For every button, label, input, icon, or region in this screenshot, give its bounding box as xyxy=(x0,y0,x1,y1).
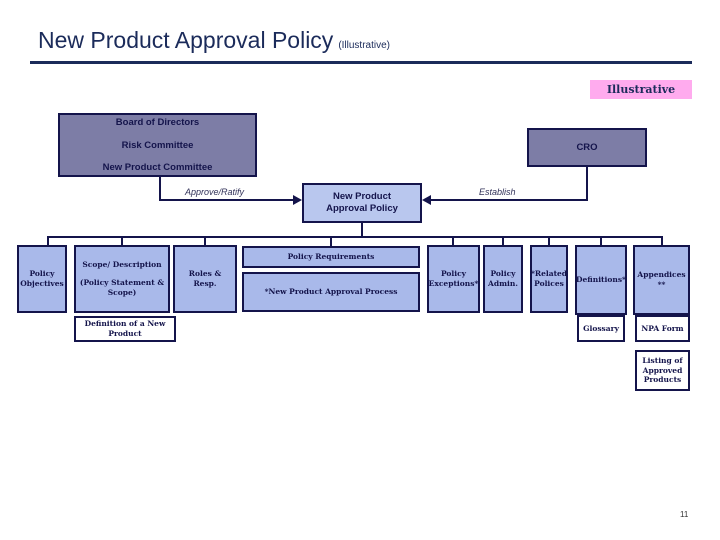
policy-box: New Product Approval Policy xyxy=(302,183,422,223)
governance-line-npc: New Product Committee xyxy=(102,162,213,173)
section-policy-admin: Policy Admin. xyxy=(483,245,523,313)
subbox-definition-new-product: Definition of a New Product xyxy=(74,316,176,342)
scope-title: Scope/ Description xyxy=(82,259,162,269)
governance-box: Board of Directors Risk Committee New Pr… xyxy=(58,113,257,177)
policy-box-line1: New Product xyxy=(332,191,392,203)
section-policy-requirements: Policy Requirements xyxy=(242,246,420,268)
illustrative-tag: Illustrative xyxy=(590,80,692,99)
section-approval-process: *New Product Approval Process xyxy=(242,272,420,312)
arrowhead-right-icon xyxy=(293,195,302,205)
page-number: 11 xyxy=(680,510,689,519)
scope-subtitle: (Policy Statement & Scope) xyxy=(79,277,165,298)
section-appendices: Appendices ** xyxy=(633,245,690,315)
page-title-suffix: (Illustrative) xyxy=(338,40,390,51)
appendices-line1: Appendices xyxy=(637,269,686,279)
governance-line-board: Board of Directors xyxy=(115,117,200,128)
appendices-line2: ** xyxy=(657,280,666,289)
subbox-npa-form: NPA Form xyxy=(635,315,690,342)
approve-ratify-label: Approve/Ratify xyxy=(185,187,245,197)
establish-label: Establish xyxy=(479,187,516,197)
section-related-polices: *Related Polices xyxy=(530,245,568,313)
section-scope-description: Scope/ Description (Policy Statement & S… xyxy=(74,245,170,313)
section-policy-exceptions: Policy Exceptions* xyxy=(427,245,480,313)
section-roles-resp: Roles & Resp. xyxy=(173,245,237,313)
cro-box: CRO xyxy=(527,128,647,167)
policy-box-line2: Approval Policy xyxy=(326,203,398,214)
subbox-listing-approved-products: Listing of Approved Products xyxy=(635,350,690,391)
section-definitions: Definitions* xyxy=(575,245,627,315)
title-underline xyxy=(30,61,692,64)
page-title: New Product Approval Policy (Illustrative… xyxy=(38,27,390,54)
subbox-glossary: Glossary xyxy=(577,315,625,342)
arrowhead-left-icon xyxy=(422,195,431,205)
page-title-text: New Product Approval Policy xyxy=(38,27,334,53)
governance-line-risk: Risk Committee xyxy=(121,139,194,151)
section-policy-objectives: Policy Objectives xyxy=(17,245,67,313)
